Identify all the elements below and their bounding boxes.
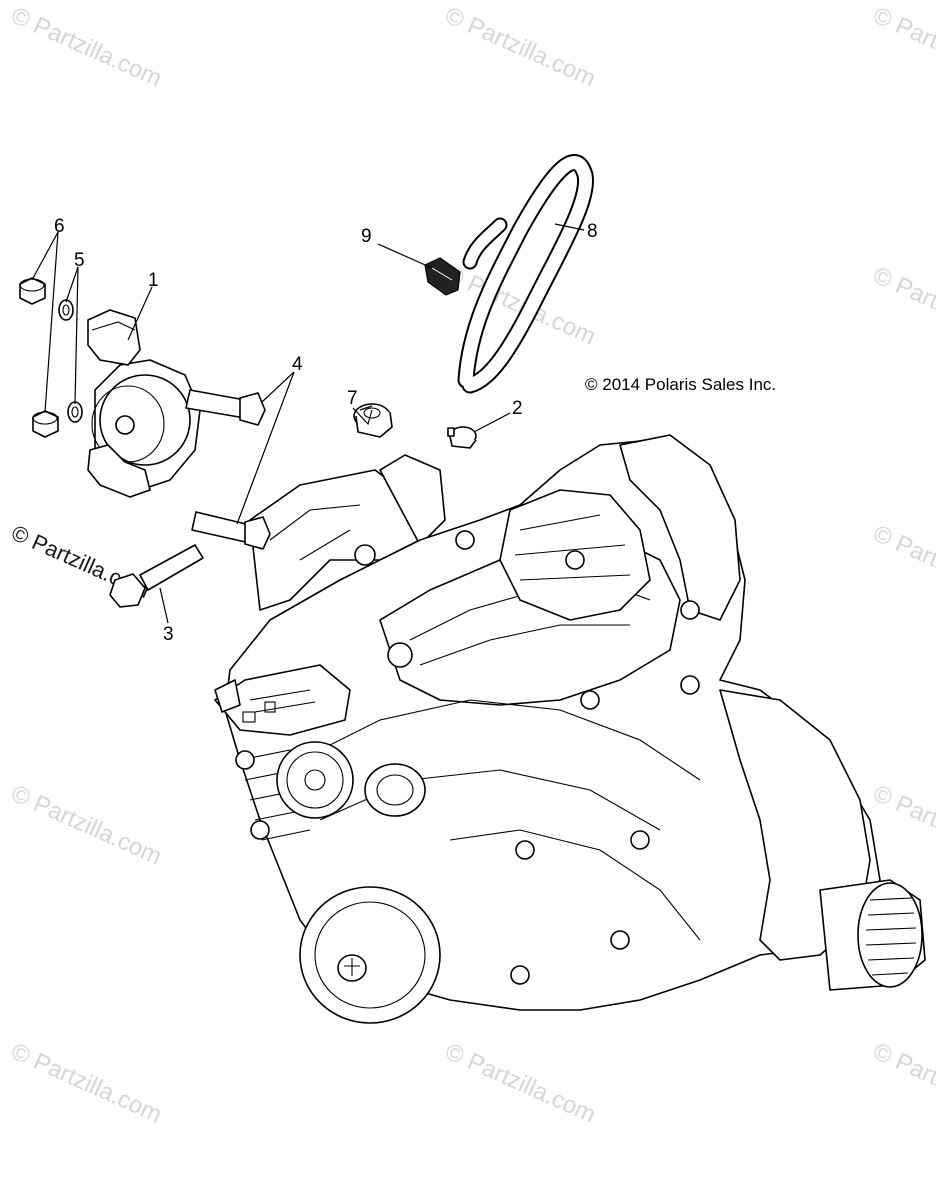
bolt-part-3 — [109, 544, 204, 608]
callout-9: 9 — [361, 226, 372, 247]
callout-6: 6 — [54, 216, 65, 237]
callout-7: 7 — [347, 388, 358, 409]
transmission-housing — [214, 434, 926, 1024]
leader-lines — [31, 223, 585, 624]
nut-part — [19, 277, 59, 438]
copyright-notice: © 2014 Polaris Sales Inc. — [585, 375, 777, 394]
callout-5: 5 — [74, 250, 85, 271]
washer-part — [58, 299, 83, 423]
callout-8: 8 — [587, 221, 598, 242]
callout-1: 1 — [148, 270, 159, 291]
bushing-part — [353, 403, 393, 438]
hose-clamp-part — [447, 426, 477, 449]
clip-part — [424, 257, 461, 296]
callout-3: 3 — [163, 624, 174, 645]
speed-sensor-part — [87, 309, 201, 498]
callout-4: 4 — [292, 354, 303, 375]
hose-part — [457, 154, 595, 394]
bolt-part — [185, 389, 271, 550]
callout-2: 2 — [512, 398, 523, 419]
